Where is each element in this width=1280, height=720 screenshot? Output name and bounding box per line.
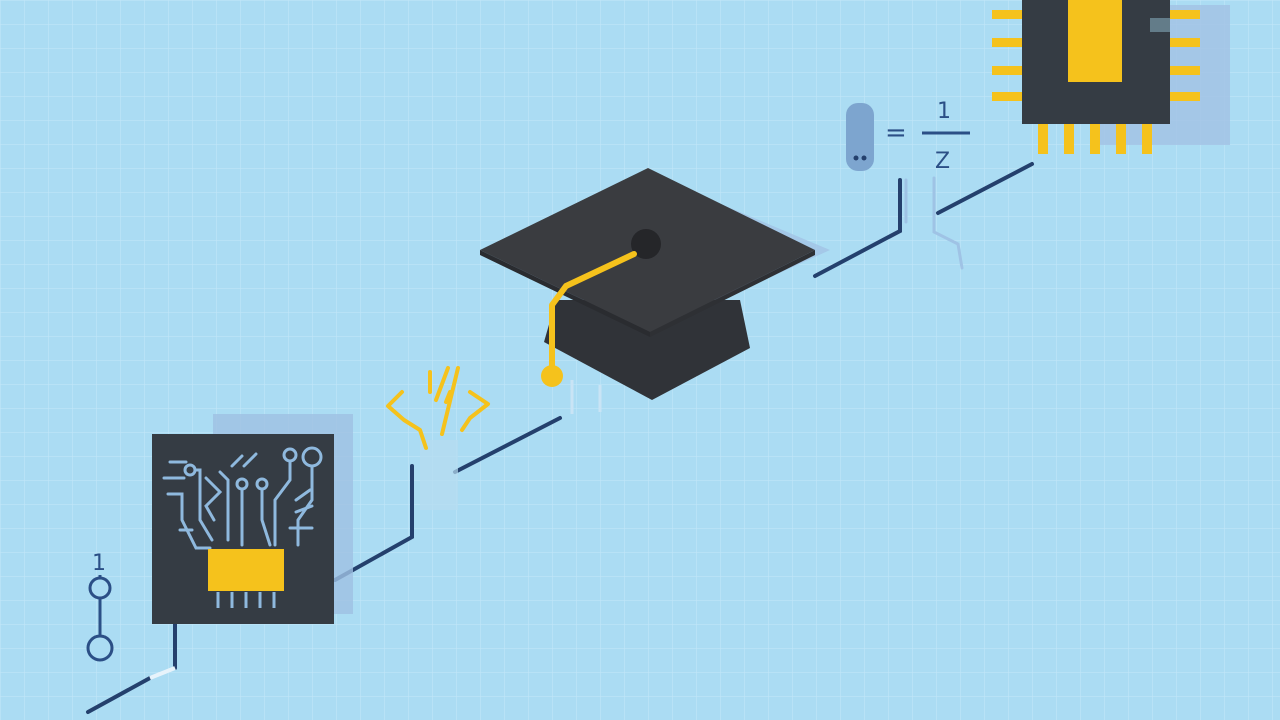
node-label: 1: [92, 551, 106, 576]
cpu-chip: [208, 549, 284, 591]
equation-equals: =: [885, 118, 907, 148]
ascending-path: [86, 162, 1034, 714]
graduation-cap-icon: [480, 168, 830, 414]
node-markers: 1: [86, 551, 114, 662]
equation-denominator: Z: [935, 149, 950, 174]
circuit-board-icon: [152, 414, 353, 624]
code-brackets-icon: [386, 366, 490, 510]
node-circle-icon: [88, 576, 112, 600]
equation-numerator: 1: [937, 99, 951, 124]
node-circle-icon: [86, 634, 114, 662]
chip-core: [1068, 0, 1122, 82]
processor-chip-icon: [992, 0, 1230, 154]
battery-icon: [846, 103, 874, 171]
path-highlight: [149, 666, 176, 680]
equation-figure: = 1 Z: [846, 99, 970, 270]
